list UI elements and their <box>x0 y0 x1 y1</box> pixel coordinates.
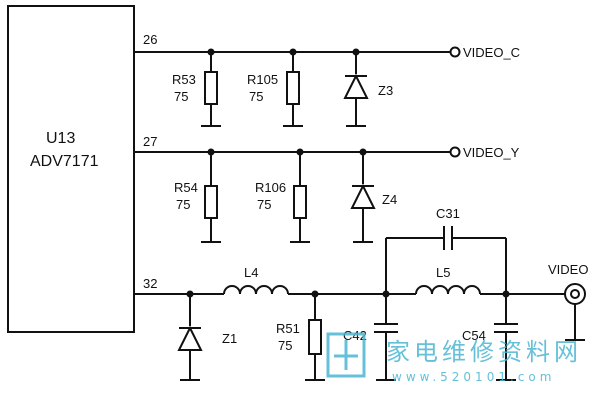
z4-label: Z4 <box>382 192 397 207</box>
output-video-y-label: VIDEO_Y <box>463 145 520 160</box>
diode-z1: Z1 <box>177 294 237 381</box>
z3-label: Z3 <box>378 83 393 98</box>
net-video-y: 27 VIDEO_Y R54 75 R106 75 <box>134 134 520 243</box>
resistor-r53: R53 75 <box>172 52 221 127</box>
r105-value: 75 <box>249 89 263 104</box>
r106-ref: R106 <box>255 180 286 195</box>
capacitor-c54: C54 <box>462 294 518 381</box>
r54-value: 75 <box>176 197 190 212</box>
capacitor-c31: C31 <box>385 206 507 294</box>
r105-ref: R105 <box>247 72 278 87</box>
r53-ref: R53 <box>172 72 196 87</box>
c54-label: C54 <box>462 328 486 343</box>
pin-26-label: 26 <box>143 32 157 47</box>
pin-32-label: 32 <box>143 276 157 291</box>
watermark-url: www.520101.com <box>392 370 555 384</box>
net-video-c: 26 VIDEO_C R53 75 R105 75 <box>134 32 520 127</box>
video-output-jack: VIDEO <box>548 262 588 341</box>
l4-label: L4 <box>244 265 258 280</box>
z1-label: Z1 <box>222 331 237 346</box>
capacitor-c42: C42 <box>343 294 398 381</box>
inductor-l5: L5 <box>415 265 481 295</box>
r51-value: 75 <box>278 338 292 353</box>
watermark-logo-icon <box>326 332 366 378</box>
output-terminal <box>449 46 461 58</box>
resistor-r54: R54 75 <box>174 152 221 243</box>
output-terminal <box>449 146 461 158</box>
r51-ref: R51 <box>276 321 300 336</box>
diode-z4: Z4 <box>350 152 397 243</box>
diode-z3: Z3 <box>343 52 393 127</box>
r53-value: 75 <box>174 89 188 104</box>
l5-label: L5 <box>436 265 450 280</box>
watermark: 家电维修资料网 www.520101.com <box>326 332 582 384</box>
resistor-r106: R106 75 <box>255 152 310 243</box>
pin-27-label: 27 <box>143 134 157 149</box>
watermark-text: 家电维修资料网 <box>386 338 582 366</box>
c31-label: C31 <box>436 206 460 221</box>
inductor-l4: L4 <box>223 265 289 295</box>
ic-ref: U13 <box>46 130 75 147</box>
output-video-label: VIDEO <box>548 262 588 277</box>
ic-part: ADV7171 <box>30 153 99 170</box>
output-video-c-label: VIDEO_C <box>463 45 520 60</box>
net-video: 32 Z1 L4 R51 75 <box>134 206 588 381</box>
r106-value: 75 <box>257 197 271 212</box>
resistor-r105: R105 75 <box>247 52 303 127</box>
ic-u13-box <box>7 5 135 333</box>
resistor-r51: R51 75 <box>276 294 325 381</box>
r54-ref: R54 <box>174 180 198 195</box>
